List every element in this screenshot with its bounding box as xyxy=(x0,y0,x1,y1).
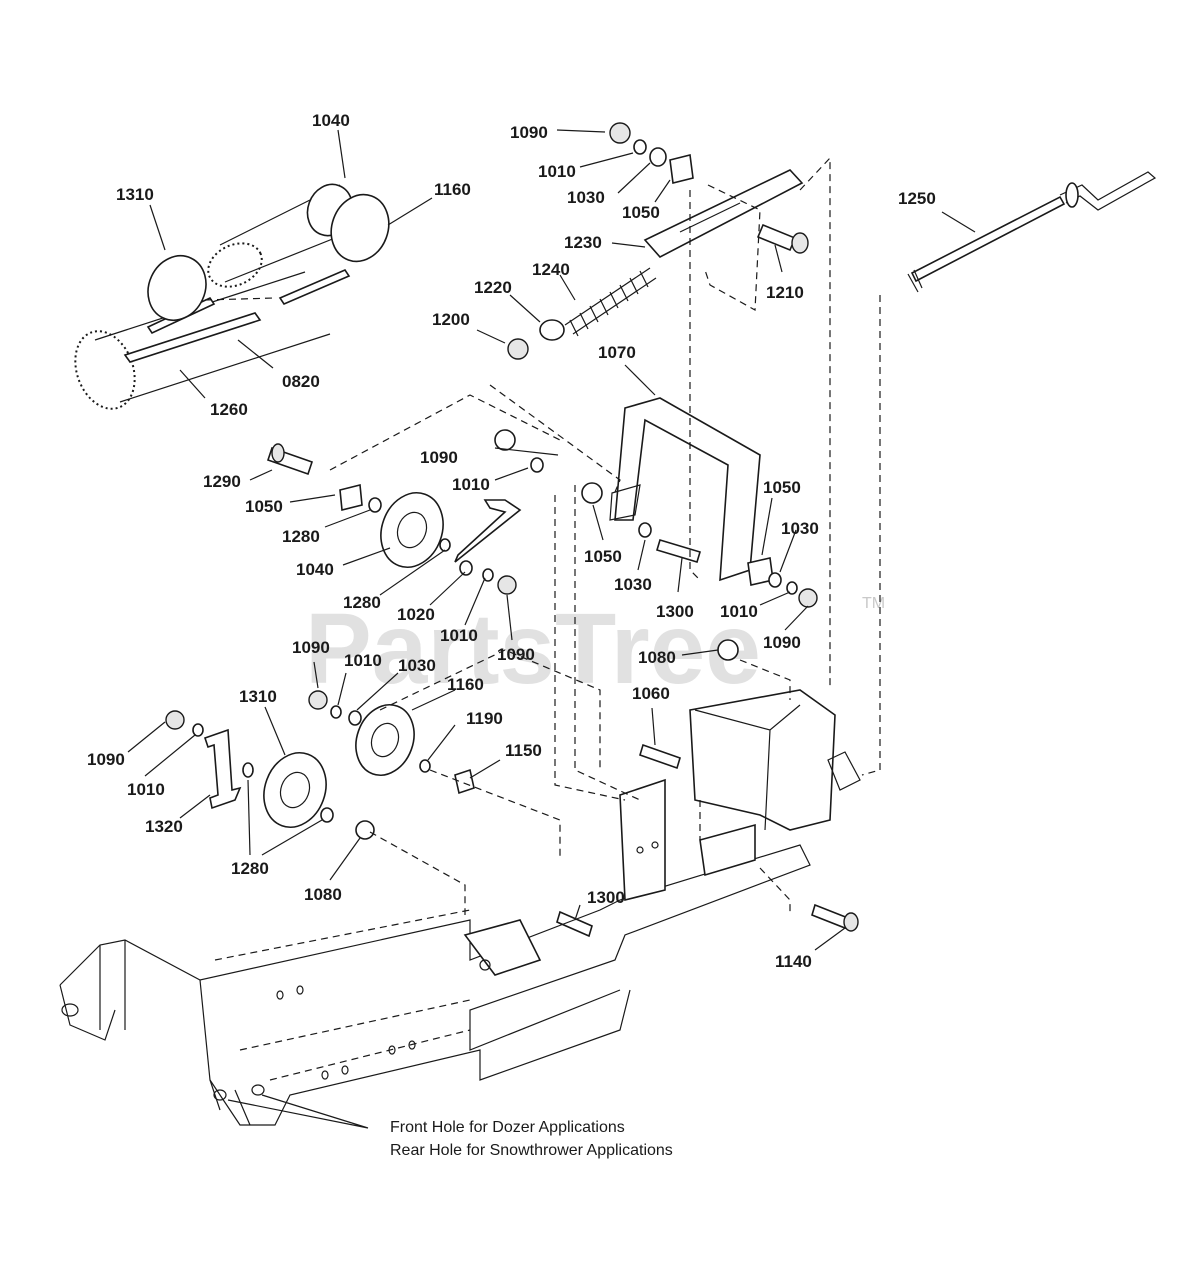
part-label: 1230 xyxy=(564,233,602,252)
part-label: 1010 xyxy=(440,626,478,645)
part-label: 1010 xyxy=(720,602,758,621)
part-label: 1300 xyxy=(587,888,625,907)
watermark-text: PartsTree xyxy=(305,593,761,705)
part-label: 1010 xyxy=(452,475,490,494)
part-label: 1290 xyxy=(203,472,241,491)
belt-assembly xyxy=(74,183,390,410)
part-label: 1280 xyxy=(343,593,381,612)
part-label: 1200 xyxy=(432,310,470,329)
part-label: 1090 xyxy=(420,448,458,467)
part-label: 1090 xyxy=(497,645,535,664)
part-label: 1010 xyxy=(127,780,165,799)
part-label: 1280 xyxy=(282,527,320,546)
part-label: 1060 xyxy=(632,684,670,703)
part-label: 1320 xyxy=(145,817,183,836)
assembly-guides xyxy=(204,156,881,915)
part-label: 1040 xyxy=(312,111,350,130)
front-hole-note: Front Hole for Dozer Applications xyxy=(390,1119,625,1136)
part-label: 1090 xyxy=(763,633,801,652)
part-label: 1250 xyxy=(898,189,936,208)
idler-pulley-upper xyxy=(266,429,544,595)
part-label: 1050 xyxy=(763,478,801,497)
part-label: 1210 xyxy=(766,283,804,302)
idler-pulley-lower xyxy=(165,690,475,840)
part-label: 0820 xyxy=(282,372,320,391)
part-label: 1160 xyxy=(447,675,484,694)
shift-rod xyxy=(907,171,1157,293)
rear-hole-note: Rear Hole for Snowthrower Applications xyxy=(390,1142,673,1159)
part-label: 1220 xyxy=(474,278,512,297)
part-label: 1030 xyxy=(567,188,605,207)
part-label: 1150 xyxy=(505,741,542,760)
part-label: 1080 xyxy=(638,648,676,667)
part-label: 1280 xyxy=(231,859,269,878)
part-label: 1040 xyxy=(296,560,334,579)
part-label: 1010 xyxy=(538,162,576,181)
part-label: 1140 xyxy=(775,952,812,971)
part-label: 1070 xyxy=(598,343,636,362)
part-labels: 1040 1310 1160 0820 1260 1090 1010 1030 … xyxy=(87,111,936,971)
part-label: 1090 xyxy=(510,123,548,142)
bracket-1070 xyxy=(609,397,761,582)
tension-hardware xyxy=(507,122,809,360)
part-label: 1090 xyxy=(292,638,330,657)
part-label: 1020 xyxy=(397,605,435,624)
part-label: 1090 xyxy=(87,750,125,769)
part-label: 1160 xyxy=(434,180,471,199)
part-label: 1010 xyxy=(344,651,382,670)
watermark-trademark: TM xyxy=(862,595,885,612)
part-label: 1260 xyxy=(210,400,248,419)
part-label: 1190 xyxy=(466,709,503,728)
part-label: 1050 xyxy=(622,203,660,222)
part-label: 1310 xyxy=(239,687,277,706)
leader-lines xyxy=(127,129,976,951)
part-label: 1310 xyxy=(116,185,154,204)
part-label: 1030 xyxy=(781,519,819,538)
part-label: 1030 xyxy=(398,656,436,675)
part-label: 1300 xyxy=(656,602,694,621)
part-label: 1240 xyxy=(532,260,570,279)
part-label: 1050 xyxy=(245,497,283,516)
part-label: 1050 xyxy=(584,547,622,566)
tractor-frame xyxy=(59,778,811,1129)
part-label: 1080 xyxy=(304,885,342,904)
part-label: 1030 xyxy=(614,575,652,594)
